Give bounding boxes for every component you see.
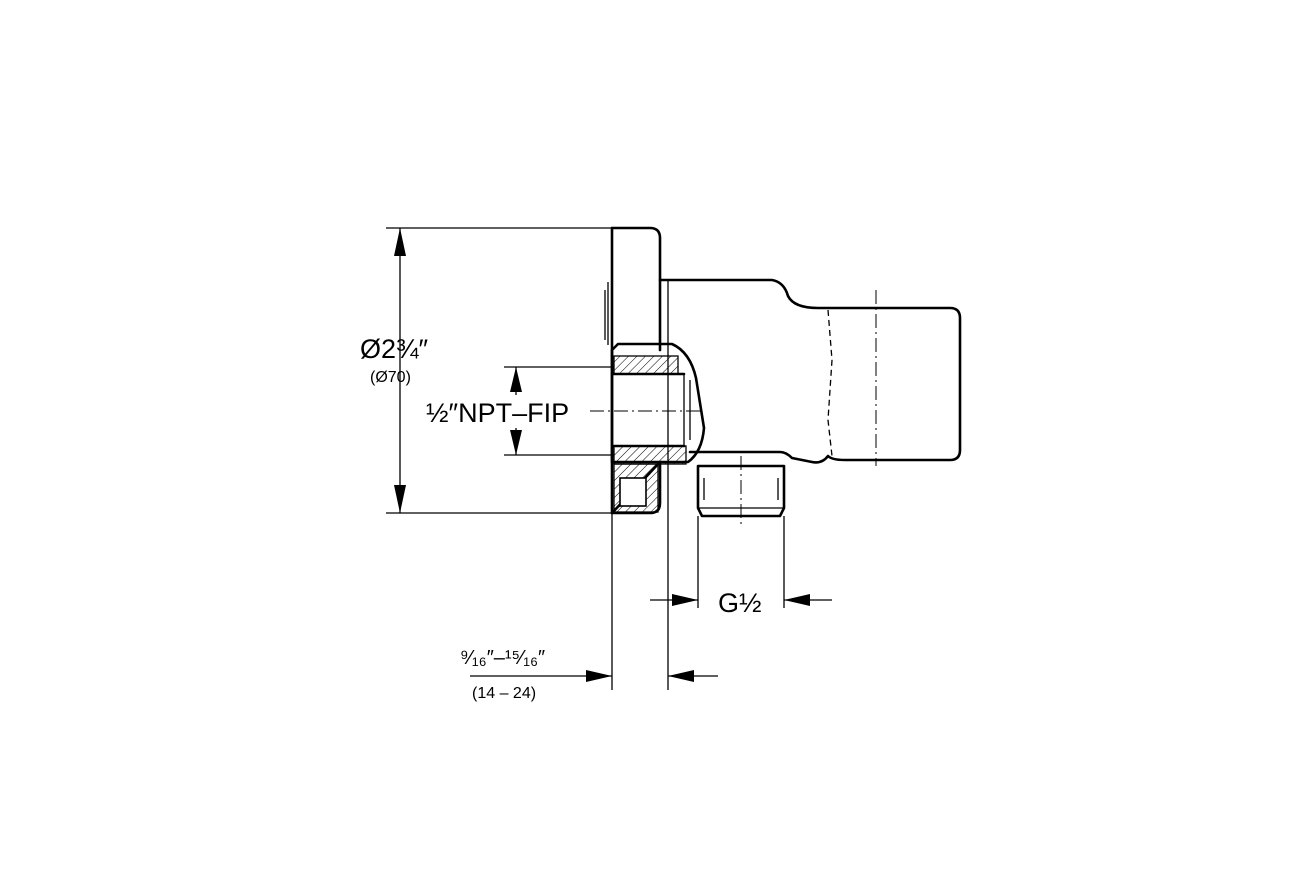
inlet-thread-label: ½″NPT–FIP	[426, 398, 569, 428]
flange-diameter-label: Ø2¾″	[360, 334, 429, 364]
flange-diameter-dimension	[386, 227, 612, 514]
wall-depth-label: ⁹⁄₁₆″–¹⁵⁄₁₆″	[460, 647, 545, 669]
outlet-thread-dimension	[650, 516, 832, 608]
wall-depth-dimension	[470, 280, 718, 690]
inlet-section	[590, 342, 706, 465]
wall-depth-metric-label: (14 – 24)	[472, 685, 536, 702]
flange-lower-section	[613, 463, 659, 513]
outlet-nipple	[696, 456, 786, 524]
elbow-body	[658, 278, 962, 466]
outlet-thread-label: G½	[718, 588, 762, 618]
flange-diameter-metric-label: (Ø70)	[370, 369, 411, 386]
inlet-thread-dimension	[504, 366, 614, 456]
